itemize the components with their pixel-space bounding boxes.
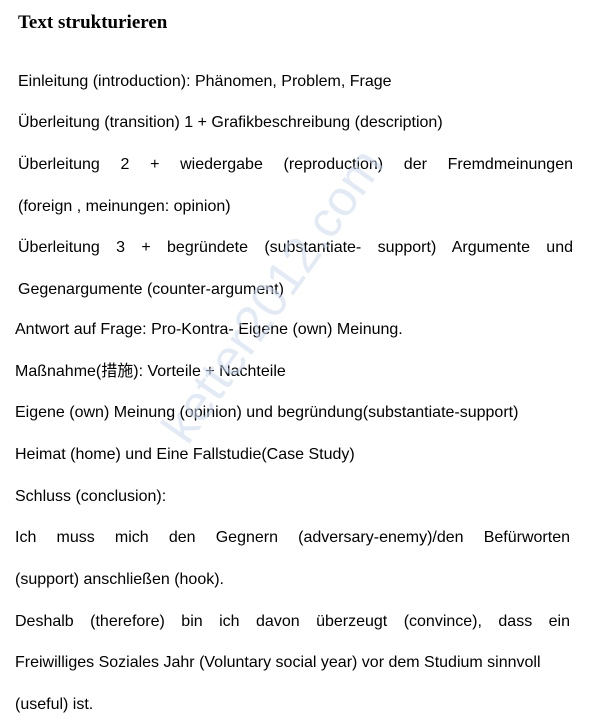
line-gegnern-cont: (support) anschließen (hook). — [15, 571, 224, 588]
line-ueberleitung-1: Überleitung (transition) 1 + Grafikbesch… — [18, 114, 443, 131]
line-ueberleitung-3-cont: Gegenargumente (counter-argument) — [18, 281, 284, 298]
line-einleitung: Einleitung (introduction): Phänomen, Pro… — [18, 73, 392, 90]
line-freiwilliges: Freiwilliges Soziales Jahr (Voluntary so… — [15, 654, 541, 671]
line-schluss: Schluss (conclusion): — [15, 488, 167, 505]
line-eigene-meinung: Eigene (own) Meinung (opinion) und begrü… — [15, 404, 519, 421]
line-deshalb: Deshalb (therefore) bin ich davon überze… — [15, 613, 570, 630]
line-gegnern: Ich muss mich den Gegnern (adversary-ene… — [15, 529, 570, 546]
line-massnahme: Maßnahme(措施): Vorteile + Nachteile — [15, 363, 286, 380]
line-ueberleitung-2: Überleitung 2 + wiedergabe (reproduction… — [18, 156, 573, 173]
document-title: Text strukturieren — [18, 12, 168, 33]
line-antwort: Antwort auf Frage: Pro-Kontra- Eigene (o… — [15, 321, 403, 338]
line-heimat: Heimat (home) und Eine Fallstudie(Case S… — [15, 446, 355, 463]
line-ueberleitung-2-cont: (foreign , meinungen: opinion) — [18, 198, 231, 215]
line-useful: (useful) ist. — [15, 696, 94, 713]
line-ueberleitung-3: Überleitung 3 + begründete (substantiate… — [18, 239, 573, 256]
